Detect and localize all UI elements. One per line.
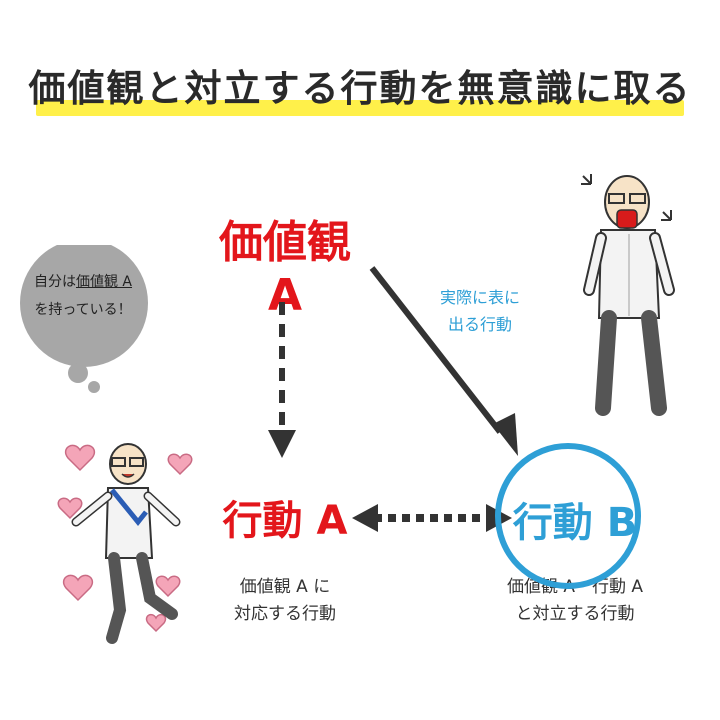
- caption-action-a-line1: 価値観 A に: [239, 577, 331, 597]
- caption-action-a-line2: 対応する行動: [234, 604, 336, 624]
- node-action-b: 行動 B: [512, 500, 638, 546]
- edge-label-line1: 実際に表に: [439, 288, 520, 307]
- caption-action-a: 価値観 A に 対応する行動: [200, 574, 370, 628]
- caption-action-b-line2: と対立する行動: [515, 604, 635, 624]
- heart-icon: [57, 444, 193, 633]
- thought-line1: 自分は価値観 A: [33, 274, 133, 290]
- highlight-circle-action-b: [495, 443, 641, 589]
- node-action-a: 行動 A: [222, 498, 348, 544]
- edge-label: 実際に表に 出る行動: [420, 284, 540, 338]
- page-title: 価値観と対立する行動を無意識に取る: [28, 67, 692, 110]
- happy-man-illustration: [57, 443, 193, 644]
- arrowhead-left: [352, 504, 378, 532]
- title-highlight-bar: [36, 100, 684, 116]
- thought-bubble: [20, 245, 148, 393]
- anger-mark-icon: [581, 174, 672, 221]
- thought-line2: を持っている！: [34, 302, 132, 318]
- thought-underlined: 価値観 A: [75, 274, 133, 290]
- edge-label-line2: 出る行動: [447, 315, 512, 334]
- node-value-a: 価値観 A: [219, 217, 351, 321]
- arrow-value-to-action-b: [369, 266, 503, 434]
- angry-man-illustration: [581, 174, 675, 416]
- arrowhead-action-b: [493, 413, 518, 456]
- arrowhead-action-a: [268, 430, 296, 458]
- thought-text: 自分は価値観 A を持っている！: [14, 268, 152, 324]
